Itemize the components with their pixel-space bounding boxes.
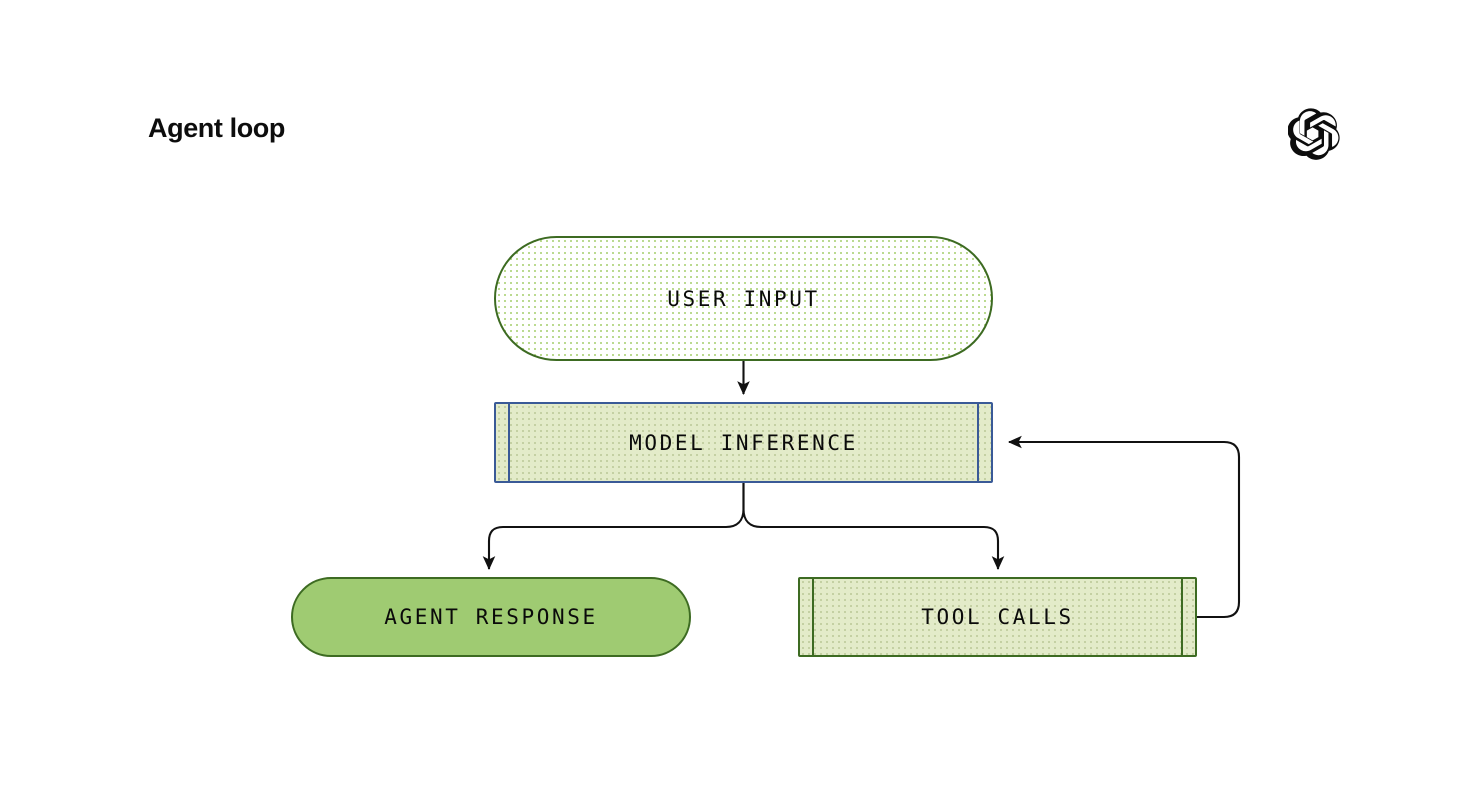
- subroutine-bar-right: [1181, 579, 1183, 655]
- node-tool-calls[interactable]: TOOL CALLS: [798, 577, 1197, 657]
- node-agent-response[interactable]: AGENT RESPONSE: [291, 577, 691, 657]
- node-model-inference-label: MODEL INFERENCE: [629, 430, 858, 455]
- subroutine-bar-left: [508, 404, 510, 481]
- page-title: Agent loop: [148, 113, 285, 143]
- node-agent-response-label: AGENT RESPONSE: [384, 605, 598, 629]
- node-user-input[interactable]: USER INPUT: [494, 236, 993, 361]
- edge-model-to-response: [482, 483, 745, 571]
- openai-logo-icon: [1287, 108, 1340, 160]
- node-tool-calls-label: TOOL CALLS: [921, 605, 1074, 629]
- node-user-input-label: USER INPUT: [667, 286, 820, 311]
- subroutine-bar-left: [812, 579, 814, 655]
- node-model-inference[interactable]: MODEL INFERENCE: [494, 402, 993, 483]
- subroutine-bar-right: [977, 404, 979, 481]
- edge-model-to-tools: [742, 483, 1005, 571]
